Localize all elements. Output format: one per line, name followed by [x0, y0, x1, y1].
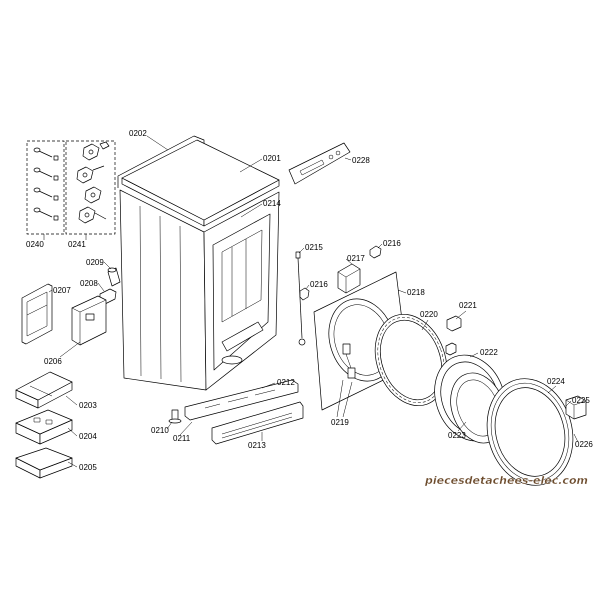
leader-line [345, 258, 353, 265]
leader-line [469, 352, 479, 358]
callout-label: 0215 [305, 243, 323, 252]
callout-label: 0210 [151, 426, 169, 435]
callout-label: 0216 [310, 280, 328, 289]
callout-label: 0214 [263, 199, 281, 208]
callout-label: 0201 [263, 154, 281, 163]
callout-label: 0212 [277, 378, 295, 387]
callout-label: 0226 [575, 440, 593, 449]
clip [76, 165, 105, 184]
door-outer-ring [486, 378, 574, 486]
callout-label: 0222 [480, 348, 498, 357]
callout-label: 0228 [352, 156, 370, 165]
leader-line [377, 243, 383, 249]
electronic-module-base [15, 447, 73, 479]
drawer-housing [71, 295, 107, 346]
leader-line [573, 433, 579, 443]
electronic-module-cover [15, 371, 73, 409]
callout-label: 0207 [53, 286, 71, 295]
screw [33, 147, 59, 161]
leader-line [103, 261, 112, 270]
callout-label: 0205 [79, 463, 97, 472]
leader-line [421, 319, 429, 331]
callout-label: 0209 [86, 258, 104, 267]
small-clip-upper [369, 245, 382, 259]
kit-box-right [65, 140, 116, 235]
top-cover [121, 139, 280, 227]
callout-label: 0203 [79, 401, 97, 410]
cabinet-rear-frame [117, 135, 205, 188]
leader-line [298, 247, 305, 254]
accessory-kit-box [26, 140, 116, 235]
leader-line [305, 284, 310, 290]
callout-label: 0223 [448, 431, 466, 440]
cabinet-body [119, 189, 280, 391]
leader-line [397, 289, 407, 294]
valve-cylinder [107, 267, 121, 287]
leader-line [97, 282, 105, 292]
screw [33, 167, 59, 181]
leader-line [166, 421, 173, 430]
callout-labels: 0202 0201 0228 0214 0240 0241 0215 0216 … [26, 129, 593, 472]
callout-label: 0218 [407, 288, 425, 297]
door-hinge-parts [342, 343, 356, 379]
leader-line [342, 381, 353, 418]
callout-label: 0241 [68, 240, 86, 249]
leader-line [261, 382, 276, 389]
leader-line [67, 427, 78, 437]
callout-label: 0216 [383, 239, 401, 248]
plinth-panel [211, 401, 304, 445]
callout-label: 0202 [129, 129, 147, 138]
cabinet-base-tray [221, 321, 264, 352]
electronic-module [15, 409, 73, 445]
leader-line [59, 341, 81, 358]
pressure-hose-rod [295, 251, 306, 346]
callout-label: 0206 [44, 357, 62, 366]
leader-line [457, 421, 467, 432]
leader-line [67, 461, 78, 468]
callout-label: 0208 [80, 279, 98, 288]
small-clip-lower [299, 287, 310, 301]
callout-label: 0204 [79, 432, 97, 441]
adjustable-foot [168, 409, 182, 424]
plinth [184, 379, 299, 421]
door-hinge [445, 315, 462, 356]
callout-label: 0221 [459, 301, 477, 310]
callout-label: 0217 [347, 254, 365, 263]
leader-line [65, 395, 78, 406]
leader-line [239, 158, 263, 173]
kit-box-left [26, 140, 65, 235]
leader-line [344, 157, 352, 161]
screw [33, 207, 59, 221]
leader-lines [43, 135, 579, 468]
door-lock-module [337, 263, 361, 294]
callout-label: 0225 [572, 396, 590, 405]
callout-label: 0240 [26, 240, 44, 249]
watermark-text: piecesdetachees-elec.com [424, 474, 588, 487]
control-panel-cover [288, 142, 351, 185]
leader-line [455, 310, 467, 320]
leader-line [179, 421, 193, 436]
door-hinge-block [565, 395, 587, 420]
inner-frame [221, 229, 263, 323]
callout-label: 0219 [331, 418, 349, 427]
clip [78, 206, 107, 224]
screw [33, 187, 59, 201]
clip [84, 186, 102, 204]
callout-label: 0220 [420, 310, 438, 319]
callout-label: 0211 [173, 434, 191, 443]
leader-line [240, 203, 263, 218]
cabinet-base-sump [221, 355, 243, 365]
leader-line [336, 379, 344, 418]
leader-line [146, 135, 169, 151]
door-seal [374, 313, 448, 407]
callout-label: 0213 [248, 441, 266, 450]
leader-line [565, 400, 572, 407]
detergent-drawer [21, 283, 53, 345]
leader-line [547, 385, 557, 394]
callout-label: 0224 [547, 377, 565, 386]
clip [82, 141, 110, 161]
leader-line [48, 289, 53, 293]
